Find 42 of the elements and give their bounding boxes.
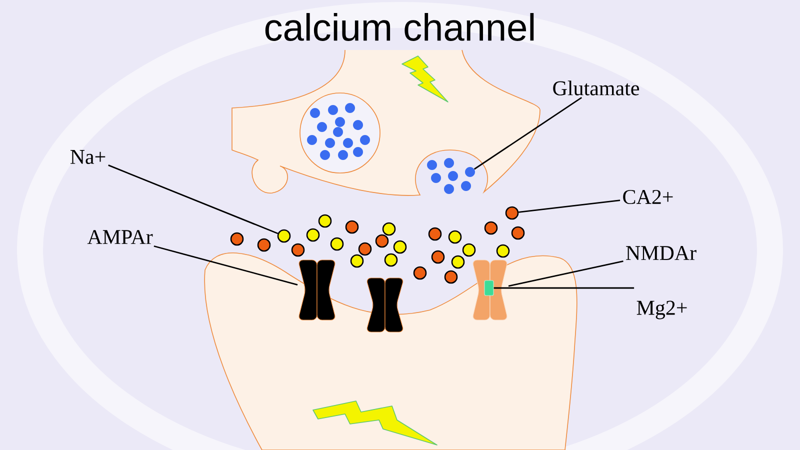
sodium-ion — [306, 228, 320, 242]
magnesium-block — [484, 280, 494, 296]
sodium-ion — [350, 254, 364, 268]
receptor-drawing — [472, 260, 508, 320]
receptor-label: AMPAr — [87, 230, 153, 244]
leader-line — [474, 97, 582, 170]
ion-label: Mg2+ — [636, 300, 687, 320]
title: calcium channel — [265, 13, 534, 41]
calcium-ion — [230, 232, 244, 246]
calcium-ion — [257, 238, 271, 252]
leader-line — [108, 164, 278, 234]
calcium-ion — [358, 242, 372, 256]
ion-label: CA2+ — [623, 190, 673, 204]
ion-label: Na+ — [70, 150, 106, 164]
receptor-drawing — [298, 260, 336, 320]
calcium-ion — [444, 270, 458, 284]
leader-line — [518, 200, 620, 213]
sodium-ion — [448, 230, 462, 244]
calcium-ion — [511, 226, 525, 240]
leader-line — [154, 245, 298, 286]
calcium-ion — [291, 243, 305, 257]
calcium-ion — [413, 266, 427, 280]
sodium-ion — [382, 222, 396, 236]
calcium-ion — [428, 227, 442, 241]
sodium-ion — [330, 237, 344, 251]
calcium-ion — [345, 220, 359, 234]
calcium-ion — [375, 234, 389, 248]
sodium-ion — [318, 214, 332, 228]
leader-line — [508, 260, 624, 287]
leader-line — [494, 287, 634, 289]
glutamate-molecule — [465, 167, 475, 177]
sodium-ion — [496, 244, 510, 258]
calcium-ion — [484, 221, 498, 235]
sodium-ion — [393, 240, 407, 254]
calcium-ion — [505, 206, 519, 220]
receptor-label: NMDAr — [626, 246, 696, 260]
ion-label: Glutamate — [553, 80, 640, 96]
calcium-ion — [431, 250, 445, 264]
sodium-ion — [451, 255, 465, 269]
sodium-ion — [277, 229, 291, 243]
sodium-ion — [384, 253, 398, 267]
sodium-ion — [462, 243, 476, 257]
